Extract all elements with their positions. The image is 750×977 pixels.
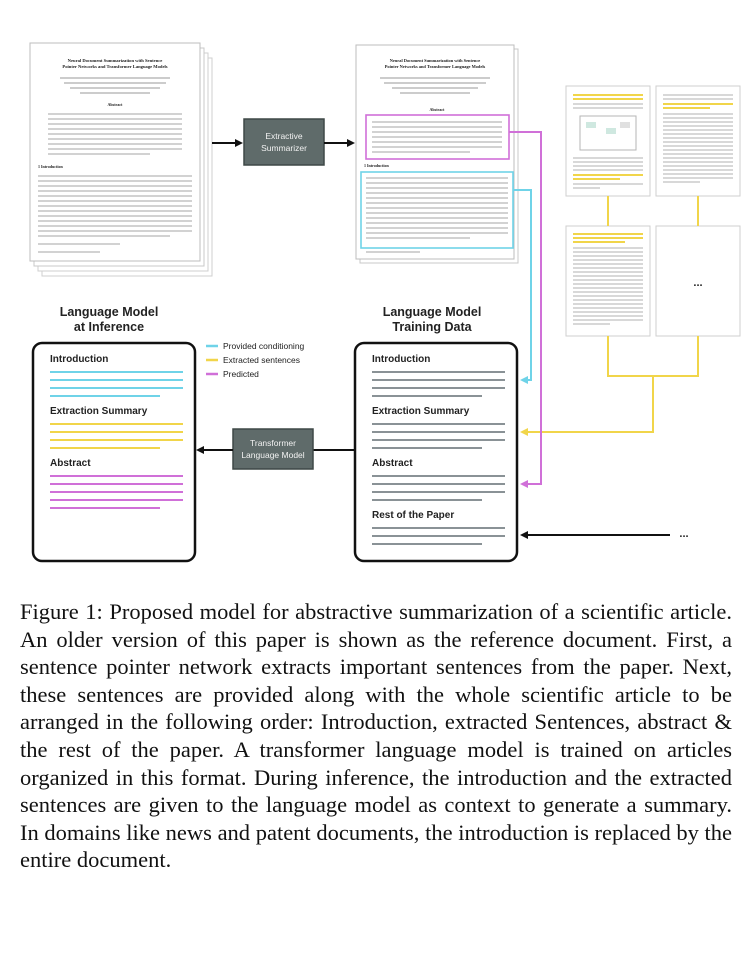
training-title-line-2: Training Data: [392, 320, 472, 334]
page-thumbnail-3: [565, 225, 651, 337]
inference-title-line-2: at Inference: [74, 320, 144, 334]
transformer-line-1: Transformer: [250, 438, 296, 448]
paper-author-lines: [60, 77, 170, 94]
extractive-summarizer-box: Extractive Summarizer: [243, 118, 325, 166]
training-panel: Introduction Extraction Summary Abstract…: [353, 341, 519, 563]
abstract-highlight: [365, 114, 510, 160]
summarization-diagram: Neural Document Summarization with Sente…: [29, 42, 741, 563]
arrow-to-summarizer: [212, 139, 243, 147]
transformer-line-2: Language Model: [241, 450, 304, 460]
legend-provided-conditioning: Provided conditioning: [223, 341, 305, 351]
extracted-sentences-connector: [527, 196, 699, 433]
inference-section-extraction-summary: Extraction Summary: [50, 406, 148, 417]
training-title-line-1: Language Model: [383, 305, 482, 319]
introduction-highlight: [360, 171, 514, 249]
legend: Provided conditioning Extracted sentence…: [206, 341, 305, 379]
arrow-to-processed-paper: [324, 139, 355, 147]
arrow-transformer-to-inference: [196, 446, 233, 454]
paper-intro-heading: 1 Introduction: [38, 164, 63, 169]
processed-title-line-1: Neural Document Summarization with Sente…: [390, 58, 481, 63]
transformer-language-model-box: Transformer Language Model: [232, 428, 314, 470]
introduction-connector: [513, 189, 532, 381]
paper-abstract-heading: Abstract: [108, 102, 124, 107]
more-pages-ellipsis: ...: [693, 277, 702, 289]
paper-body-lines: [38, 175, 192, 253]
figure-caption: Figure 1: Proposed model for abstractive…: [20, 599, 732, 873]
page-thumbnail-more: ...: [655, 225, 741, 337]
extractive-summarizer-line-2: Summarizer: [261, 143, 307, 153]
processed-abstract-heading: Abstract: [430, 107, 446, 112]
inference-title-line-1: Language Model: [60, 305, 159, 319]
rest-of-paper-ellipsis: ...: [679, 528, 688, 540]
reference-paper-stack: Neural Document Summarization with Sente…: [29, 42, 213, 277]
inference-panel: Introduction Extraction Summary Abstract: [31, 341, 197, 563]
extractive-summarizer-line-1: Extractive: [265, 131, 303, 141]
page-thumbnail-1: [565, 85, 651, 197]
processed-intro-heading: 1 Introduction: [364, 163, 389, 168]
processed-paper: Neural Document Summarization with Sente…: [355, 44, 519, 264]
paper-title-line-2: Pointer Networks and Transformer Languag…: [62, 64, 167, 69]
paper-title-line-1: Neural Document Summarization with Sente…: [68, 58, 163, 63]
abstract-connector: [509, 131, 542, 485]
legend-predicted: Predicted: [223, 369, 259, 379]
inference-section-abstract: Abstract: [50, 458, 91, 469]
training-section-abstract: Abstract: [372, 458, 413, 469]
training-section-rest-of-paper: Rest of the Paper: [372, 510, 454, 521]
page-thumbnail-2: [655, 85, 741, 197]
rest-of-paper-arrow: ...: [520, 528, 689, 540]
training-section-extraction-summary: Extraction Summary: [372, 406, 470, 417]
legend-extracted-sentences: Extracted sentences: [223, 355, 300, 365]
inference-section-introduction: Introduction: [50, 354, 108, 365]
training-section-introduction: Introduction: [372, 354, 430, 365]
extracted-sentences-arrowhead: [520, 428, 528, 436]
paper-abstract-lines: [48, 113, 182, 155]
processed-title-line-2: Pointer Networks and Transformer Languag…: [385, 64, 486, 69]
